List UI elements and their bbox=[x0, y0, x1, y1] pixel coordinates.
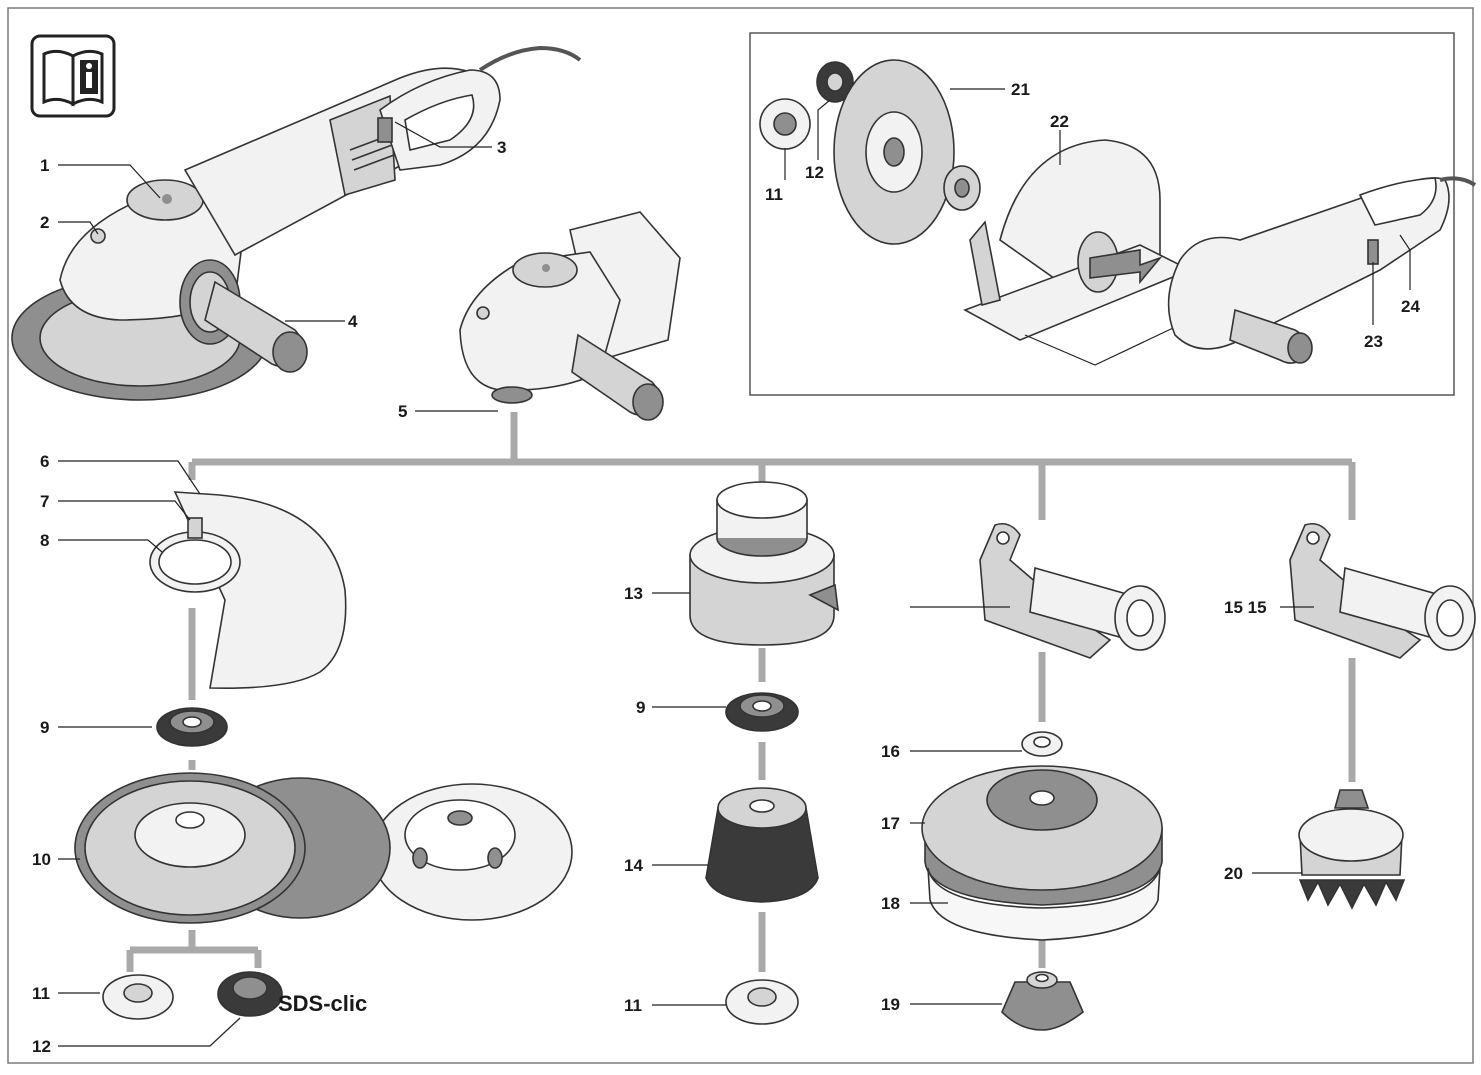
callout-leaders bbox=[58, 88, 1411, 1047]
read-manual-info-icon bbox=[30, 34, 116, 118]
callout-11-left: 11 bbox=[32, 984, 50, 1003]
callout-12-left: 12 bbox=[32, 1037, 51, 1056]
callout-12-inset: 12 bbox=[805, 163, 824, 182]
quick-clamping-nut bbox=[217, 971, 283, 1017]
callout-8: 8 bbox=[40, 531, 49, 550]
callout-21: 21 bbox=[1011, 80, 1030, 99]
assembly-connectors bbox=[126, 412, 1356, 972]
hand-guard-handle-a bbox=[979, 522, 1166, 659]
callout-numbers: 1 2 3 4 5 6 7 8 9 10 11 12 SDS-clic 13 9… bbox=[32, 80, 1420, 1056]
callout-15: 15 15 bbox=[1224, 598, 1267, 617]
angle-grinder-attachment-view bbox=[459, 211, 681, 421]
callout-3: 3 bbox=[497, 138, 506, 157]
gear-head-screw bbox=[90, 228, 106, 244]
inset-assembly bbox=[759, 59, 1477, 366]
callout-14: 14 bbox=[624, 856, 643, 875]
callout-1: 1 bbox=[40, 156, 49, 175]
callout-20: 20 bbox=[1224, 864, 1243, 883]
extraction-hood bbox=[689, 481, 839, 646]
backing-pad-assembly bbox=[921, 731, 1163, 941]
callout-23: 23 bbox=[1364, 332, 1383, 351]
power-cable bbox=[478, 45, 582, 72]
angle-grinder-main bbox=[11, 45, 582, 401]
callout-9-left: 9 bbox=[40, 718, 49, 737]
callout-5: 5 bbox=[398, 402, 407, 421]
callout-9-center: 9 bbox=[636, 698, 645, 717]
callout-10: 10 bbox=[32, 850, 51, 869]
cup-brush bbox=[1298, 789, 1406, 910]
callout-11-inset: 11 bbox=[765, 185, 783, 204]
callout-24: 24 bbox=[1401, 297, 1420, 316]
grinding-discs bbox=[74, 772, 573, 924]
callout-16: 16 bbox=[881, 742, 900, 761]
protection-guard bbox=[149, 491, 347, 689]
hand-guard-handle-b bbox=[1289, 522, 1476, 659]
cup-wheel bbox=[705, 787, 819, 903]
callout-13: 13 bbox=[624, 584, 643, 603]
assembly-arrow bbox=[1089, 249, 1163, 285]
page-frame bbox=[7, 7, 1474, 1064]
round-nut bbox=[1001, 971, 1084, 1031]
wing-screw bbox=[808, 583, 839, 612]
callout-11-center: 11 bbox=[624, 996, 642, 1015]
on-off-switch bbox=[377, 117, 393, 143]
callout-7: 7 bbox=[40, 492, 49, 511]
sds-clic-label: SDS-clic bbox=[278, 991, 367, 1016]
callout-4: 4 bbox=[348, 312, 358, 331]
callout-18: 18 bbox=[881, 894, 900, 913]
callout-22: 22 bbox=[1050, 112, 1069, 131]
lambswool-bonnet bbox=[927, 867, 1161, 941]
spindle bbox=[491, 386, 533, 404]
mounting-flange-center bbox=[725, 692, 799, 732]
clamping-flange-center bbox=[725, 979, 799, 1025]
callout-2: 2 bbox=[40, 213, 49, 232]
inset-cutting-guide-box bbox=[749, 32, 1455, 396]
callout-19: 19 bbox=[881, 995, 900, 1014]
clamping-flange-left bbox=[102, 974, 174, 1020]
mounting-flange-left bbox=[156, 707, 228, 747]
callout-17: 17 bbox=[881, 814, 900, 833]
coding-cam bbox=[187, 517, 203, 539]
callout-6: 6 bbox=[40, 452, 49, 471]
